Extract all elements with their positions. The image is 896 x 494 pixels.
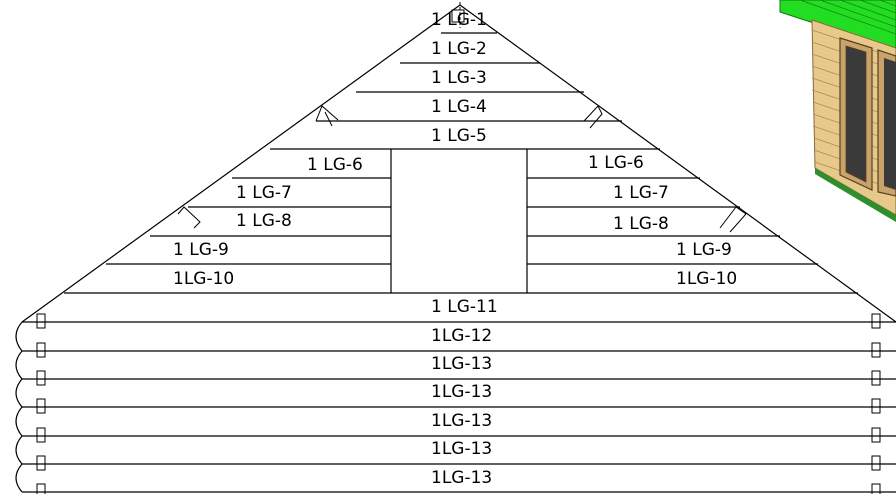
label-lg11: 1 LG-11 bbox=[431, 297, 498, 317]
label-lg8-left: 1 LG-8 bbox=[236, 211, 292, 231]
label-lg8-right: 1 LG-8 bbox=[613, 214, 669, 234]
purlin-notch-upper-right bbox=[583, 105, 603, 129]
label-lg4: 1 LG-4 bbox=[431, 97, 487, 117]
label-lg13-d: 1LG-13 bbox=[431, 439, 492, 459]
label-lg1: 1 LG-1 bbox=[431, 10, 487, 30]
label-lg6-right: 1 LG-6 bbox=[588, 153, 644, 173]
purlin-notch-lower-right bbox=[719, 206, 747, 233]
right-corner-notches bbox=[871, 313, 881, 494]
left-corner-notches bbox=[36, 313, 46, 494]
label-lg13-c: 1LG-13 bbox=[431, 411, 492, 431]
label-lg3: 1 LG-3 bbox=[431, 68, 487, 88]
label-lg12: 1LG-12 bbox=[431, 326, 492, 346]
wall-log-lines bbox=[22, 321, 896, 493]
label-lg13-a: 1LG-13 bbox=[431, 354, 492, 374]
label-lg9-right: 1 LG-9 bbox=[676, 240, 732, 260]
wall-labels: 1 LG-11 1LG-12 1LG-13 1LG-13 1LG-13 1LG-… bbox=[431, 297, 498, 488]
label-lg6-left: 1 LG-6 bbox=[307, 155, 363, 175]
cabin-preview-thumbnail bbox=[779, 0, 896, 222]
gable-log-lines bbox=[64, 32, 858, 294]
label-lg2: 1 LG-2 bbox=[431, 39, 487, 59]
label-lg10-right: 1LG-10 bbox=[676, 269, 737, 289]
purlin-notch-upper-left bbox=[315, 105, 339, 127]
label-lg13-e: 1LG-13 bbox=[431, 468, 492, 488]
gable-outline bbox=[21, 4, 896, 323]
window-opening bbox=[390, 148, 528, 293]
label-lg9-left: 1 LG-9 bbox=[173, 240, 229, 260]
left-log-ends bbox=[15, 321, 23, 493]
label-lg5: 1 LG-5 bbox=[431, 126, 487, 146]
label-lg13-b: 1LG-13 bbox=[431, 382, 492, 402]
gable-labels: 1 LG-1 1 LG-2 1 LG-3 1 LG-4 1 LG-5 1 LG-… bbox=[173, 10, 737, 289]
purlin-notch-lower-left bbox=[177, 206, 201, 229]
label-lg7-left: 1 LG-7 bbox=[236, 183, 292, 203]
label-lg7-right: 1 LG-7 bbox=[613, 183, 669, 203]
label-lg10-left: 1LG-10 bbox=[173, 269, 234, 289]
ridge-marker bbox=[451, 2, 465, 28]
